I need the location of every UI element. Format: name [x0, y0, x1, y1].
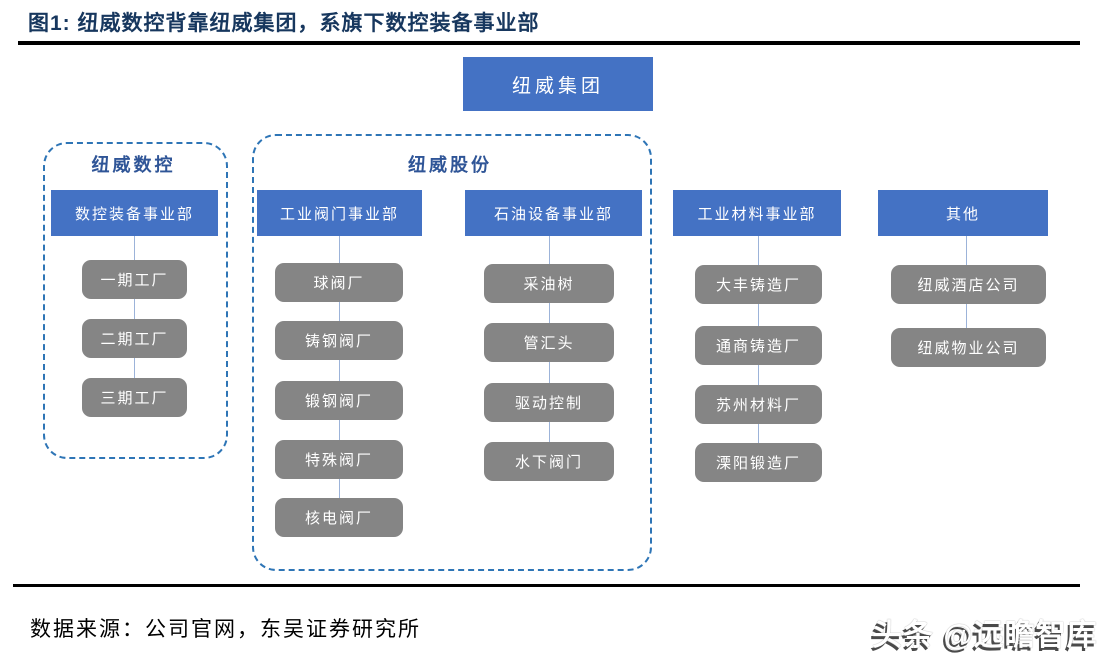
org-node-dafeng-foundry: 大丰铸造厂 [695, 265, 822, 304]
org-root-node: 纽威集团 [463, 57, 653, 111]
toutiao-watermark: 头条 @远瞻智库 [872, 619, 1098, 652]
dept-header-oil-equipment: 石油设备事业部 [465, 190, 642, 236]
group-container-niuwei-gufen [252, 134, 652, 571]
org-node-drive-control: 驱动控制 [484, 383, 614, 422]
footer-divider [13, 584, 1080, 587]
org-node-suzhou-material: 苏州材料厂 [695, 385, 822, 424]
dept-header-industrial-valve: 工业阀门事业部 [257, 190, 422, 236]
connector-column-1 [134, 236, 135, 388]
figure-title: 图1: 纽威数控背靠纽威集团，系旗下数控装备事业部 [28, 12, 540, 35]
connector-column-2 [339, 236, 340, 508]
org-node-christmas-tree: 采油树 [484, 264, 614, 303]
org-node-cast-steel-valve: 铸钢阀厂 [275, 321, 403, 360]
data-source-text: 数据来源：公司官网，东吴证券研究所 [30, 617, 421, 641]
org-node-factory-phase2: 二期工厂 [82, 319, 187, 358]
org-node-forged-steel-valve: 锻钢阀厂 [275, 381, 403, 420]
org-node-factory-phase1: 一期工厂 [82, 260, 187, 299]
org-node-ball-valve: 球阀厂 [275, 263, 403, 302]
dept-header-industrial-material: 工业材料事业部 [673, 190, 841, 236]
dept-header-cnc-equipment: 数控装备事业部 [51, 190, 218, 236]
group-label-niuwei-gufen: 纽威股份 [408, 155, 492, 175]
org-node-subsea-valve: 水下阀门 [484, 442, 614, 481]
org-node-tongshang-foundry: 通商铸造厂 [695, 326, 822, 365]
title-divider [18, 41, 1080, 45]
org-node-hotel-company: 纽威酒店公司 [891, 265, 1046, 304]
org-node-special-valve: 特殊阀厂 [275, 440, 403, 479]
org-node-nuclear-valve: 核电阀厂 [275, 498, 403, 537]
org-node-liyang-forging: 溧阳锻造厂 [695, 443, 822, 482]
org-node-property-company: 纽威物业公司 [891, 328, 1046, 367]
org-node-factory-phase3: 三期工厂 [82, 378, 187, 417]
group-label-niuwei-shukong: 纽威数控 [91, 155, 176, 175]
group-container-niuwei-shukong [43, 142, 228, 459]
org-node-manifold: 管汇头 [484, 323, 614, 362]
dept-header-others: 其他 [878, 190, 1048, 236]
